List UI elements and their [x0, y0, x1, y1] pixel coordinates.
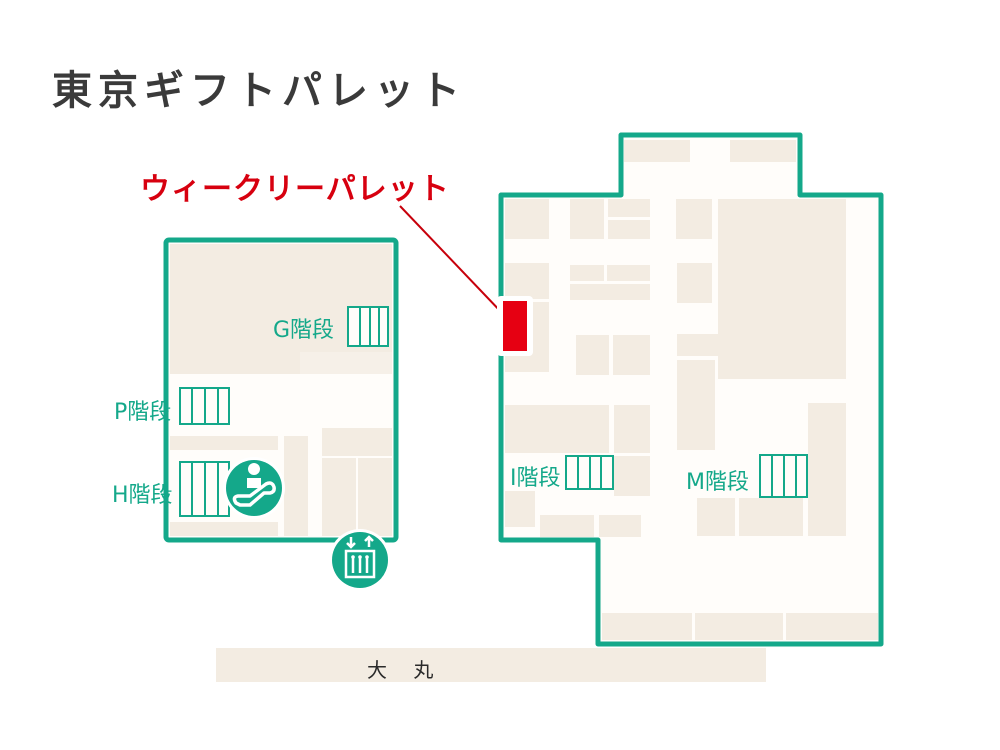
- stairs-m-label: M階段: [686, 470, 749, 495]
- callout-leader-line: [399, 205, 505, 316]
- escalator-icon[interactable]: [223, 457, 285, 519]
- stairs-g-label: G階段: [273, 318, 335, 343]
- weekly-palette-callout-label: ウィークリーパレット: [140, 172, 450, 207]
- page-title: 東京ギフトパレット: [52, 68, 466, 114]
- stairs-i-icon: [565, 455, 614, 490]
- stairs-p-icon: [179, 387, 230, 425]
- stairs-h-icon: [179, 461, 230, 517]
- stairs-i-label: I階段: [510, 466, 561, 491]
- stairs-h-label: H階段: [112, 483, 173, 508]
- stairs-p-label: P階段: [114, 400, 172, 425]
- daimaru-block: [216, 648, 766, 682]
- right-building: [498, 132, 884, 647]
- stairs-g-icon: [347, 306, 389, 347]
- stairs-m-icon: [759, 454, 808, 498]
- daimaru-label: 大 丸: [367, 658, 444, 682]
- weekly-palette-shop[interactable]: [503, 301, 527, 351]
- elevator-icon[interactable]: [329, 529, 391, 591]
